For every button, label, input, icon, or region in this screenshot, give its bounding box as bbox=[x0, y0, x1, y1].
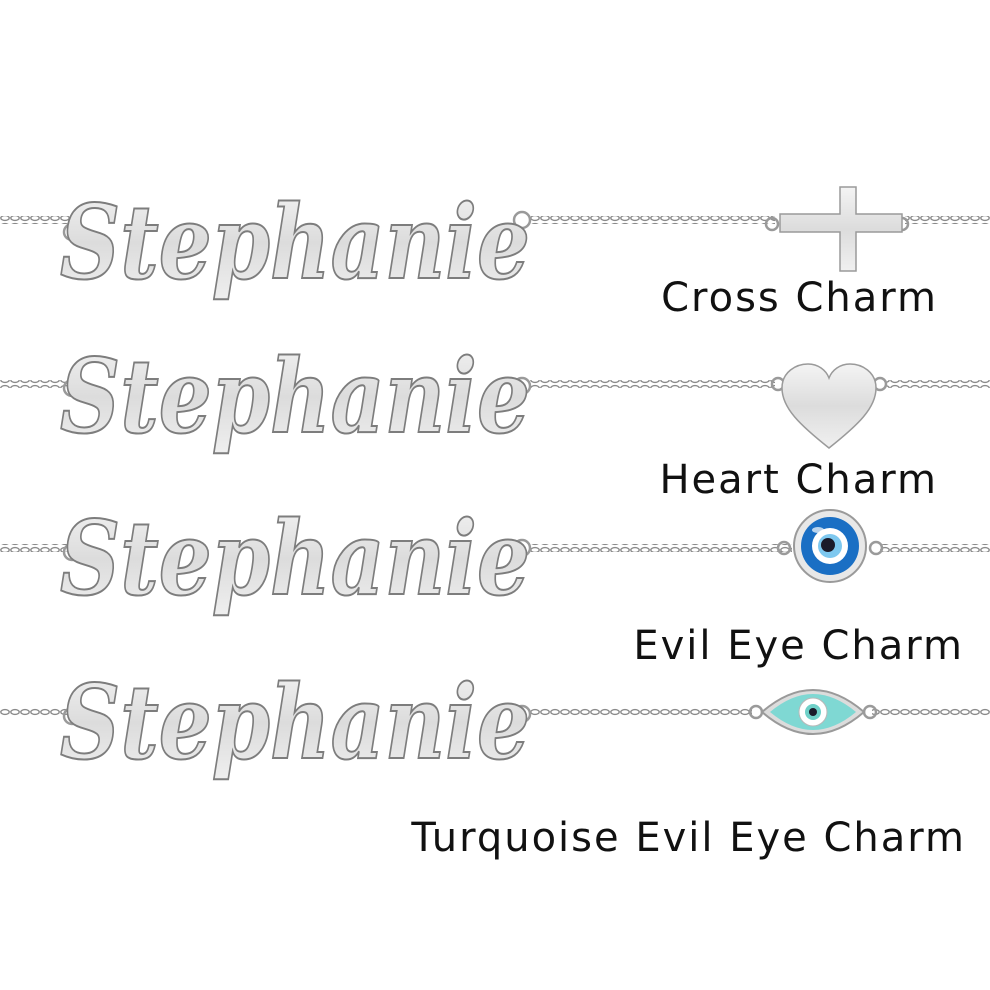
charm-caption: Heart Charm bbox=[659, 457, 938, 503]
necklace-row-heart: Stephanie Heart Charm bbox=[0, 320, 990, 500]
chain-right bbox=[880, 544, 990, 552]
chain-left bbox=[0, 380, 72, 388]
necklace-image: Stephanie bbox=[0, 336, 990, 458]
chain-right bbox=[905, 216, 990, 224]
charm-caption: Cross Charm bbox=[661, 275, 938, 321]
necklace-row-cross: Stephanie Cross Charm bbox=[0, 150, 990, 320]
evil-eye-turquoise-icon bbox=[748, 689, 878, 735]
chain-middle bbox=[530, 216, 775, 224]
necklace-row-evil-eye: Stephanie Evil Eye Charm bbox=[0, 490, 990, 666]
chain-right bbox=[885, 380, 990, 388]
name-plate: Stephanie bbox=[60, 337, 530, 457]
name-plate: Stephanie bbox=[60, 183, 530, 303]
name-plate: Stephanie bbox=[60, 663, 530, 783]
necklace-row-turquoise-evil-eye: Stephanie Turquoise Evil Eye Charm bbox=[0, 660, 990, 858]
charm-caption: Turquoise Evil Eye Charm bbox=[411, 815, 966, 861]
chain-middle bbox=[530, 544, 792, 552]
chain-left bbox=[0, 708, 72, 716]
chain-left bbox=[0, 216, 72, 224]
necklace-image: Stephanie bbox=[0, 182, 990, 304]
evil-eye-round-icon bbox=[776, 509, 884, 583]
chain-right bbox=[872, 708, 990, 716]
chain-left bbox=[0, 544, 72, 552]
charm-caption: Evil Eye Charm bbox=[633, 623, 964, 669]
necklace-image: Stephanie bbox=[0, 662, 990, 784]
cross-icon bbox=[764, 186, 910, 272]
name-plate: Stephanie bbox=[60, 499, 530, 619]
necklace-image: Stephanie bbox=[0, 498, 990, 620]
chain-middle bbox=[530, 708, 752, 716]
chain-middle bbox=[530, 380, 775, 388]
heart-icon bbox=[770, 363, 888, 449]
